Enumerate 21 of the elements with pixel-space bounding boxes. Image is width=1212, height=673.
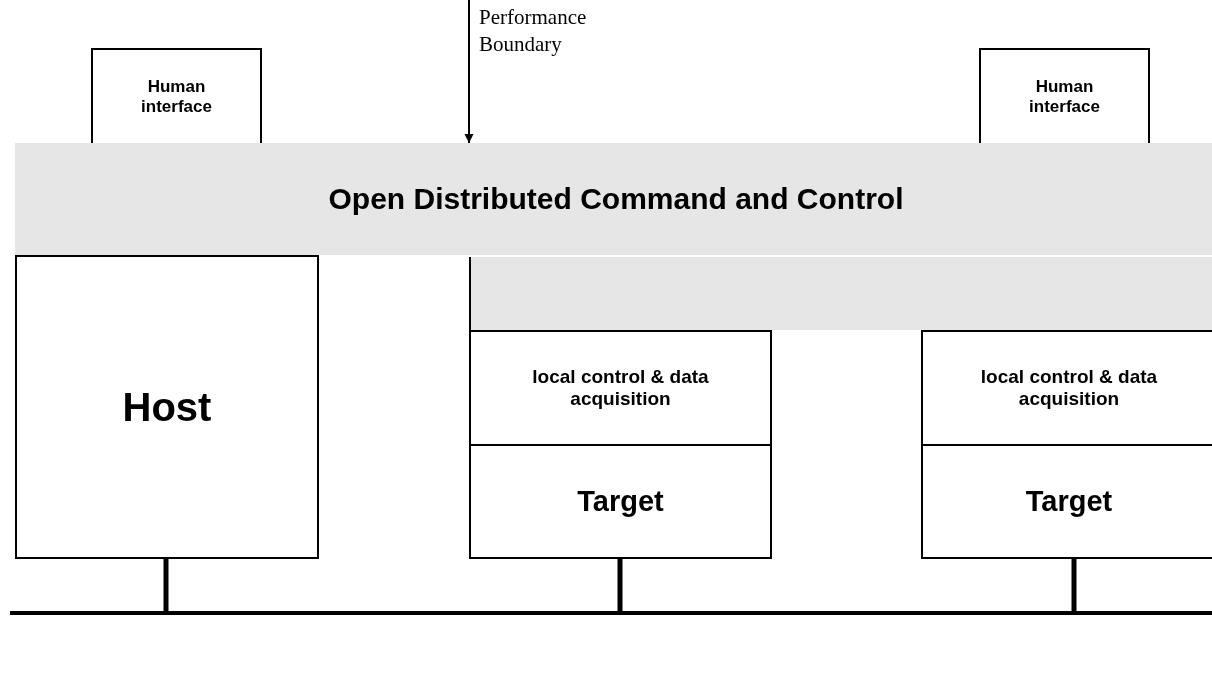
module-box: [469, 330, 772, 446]
layer-band: [15, 143, 1212, 255]
arrow: [464, 0, 474, 144]
connector-line: [1071, 559, 1077, 611]
connector-line: [617, 559, 623, 611]
node-label: local control & data acquisition: [531, 366, 710, 410]
target-box: [469, 444, 772, 559]
node-label: Human interface: [140, 76, 213, 117]
interface-box: [91, 48, 262, 145]
node-label: Human interface: [1028, 76, 1101, 117]
layer-band: [469, 257, 1212, 330]
connector-line: [163, 559, 169, 611]
node-label: Target: [1025, 484, 1113, 519]
node-label: Open Distributed Command and Control: [328, 181, 904, 217]
node-label: Host: [122, 384, 212, 430]
node-label: Target: [577, 484, 664, 519]
target-box: [921, 444, 1212, 559]
interface-box: [979, 48, 1150, 145]
module-box: [921, 330, 1212, 446]
node-label: local control & data acquisition: [979, 366, 1159, 410]
host-box: [15, 255, 319, 559]
